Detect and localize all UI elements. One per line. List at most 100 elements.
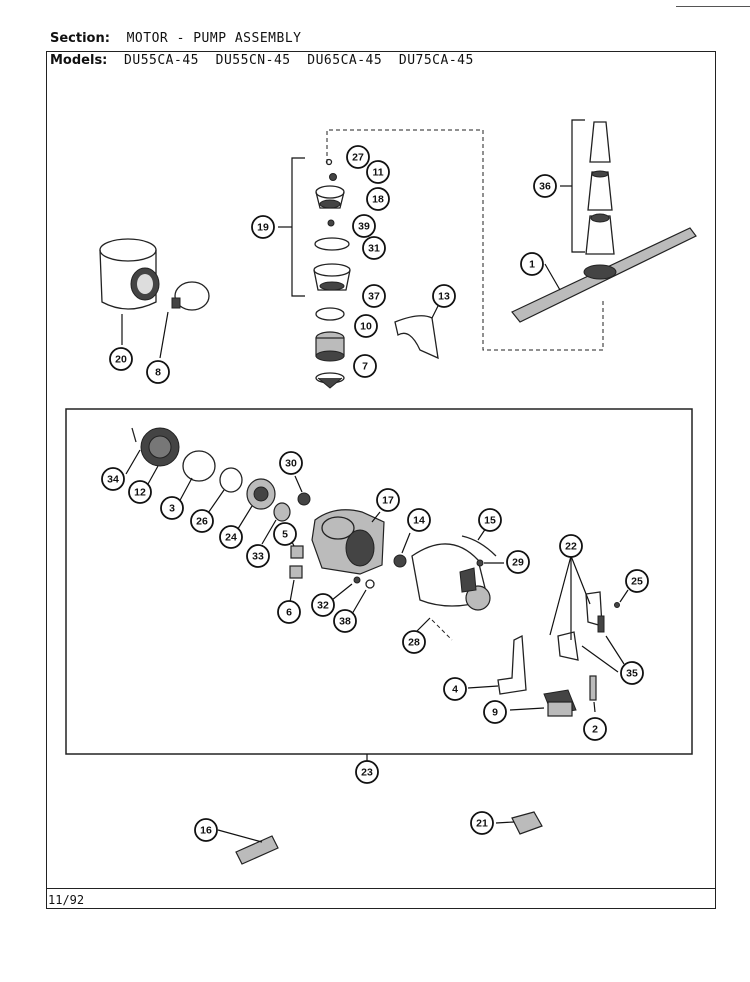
- callout-circle: [219, 525, 243, 549]
- callout-33: 33: [246, 544, 270, 568]
- callout-9: 9: [483, 700, 507, 724]
- section-header: Section: MOTOR - PUMP ASSEMBLY: [50, 31, 301, 46]
- callout-number: 1: [529, 259, 535, 271]
- callout-36: 36: [533, 174, 557, 198]
- part-22-brackets: [549, 555, 629, 673]
- callout-circle: [146, 360, 170, 384]
- callout-circle: [443, 677, 467, 701]
- callout-number: 20: [115, 354, 127, 366]
- callout-13: 13: [432, 284, 456, 308]
- part-15-wire: [461, 527, 497, 557]
- callout-19: 19: [251, 215, 275, 239]
- callout-number: 36: [539, 181, 551, 193]
- callout-circle: [101, 467, 125, 491]
- callout-38: 38: [333, 609, 357, 633]
- callout-15: 15: [478, 508, 502, 532]
- footer-date: 11/92: [48, 893, 85, 907]
- callout-18: 18: [366, 187, 390, 211]
- callout-26: 26: [190, 509, 214, 533]
- section-title: MOTOR - PUMP ASSEMBLY: [126, 31, 302, 46]
- callout-circle: [333, 609, 357, 633]
- callout-number: 37: [368, 291, 380, 303]
- callout-11: 11: [366, 160, 390, 184]
- bracket-19: [291, 157, 305, 297]
- callout-25: 25: [625, 569, 649, 593]
- callout-35: 35: [620, 661, 644, 685]
- callout-28: 28: [402, 630, 426, 654]
- callout-circle: [251, 215, 275, 239]
- callout-30: 30: [279, 451, 303, 475]
- callout-circle: [109, 347, 133, 371]
- part-20-sump: [99, 238, 160, 345]
- part-14-gasket: [393, 532, 411, 568]
- bracket-36: [571, 119, 585, 253]
- callout-number: 28: [408, 637, 420, 649]
- callout-number: 39: [358, 221, 370, 233]
- callout-circle: [366, 160, 390, 184]
- callout-circle: [620, 661, 644, 685]
- callout-8: 8: [146, 360, 170, 384]
- callout-circle: [354, 314, 378, 338]
- footer-divider: [46, 888, 716, 889]
- callout-5: 5: [273, 522, 297, 546]
- part-16-hose: [217, 829, 279, 865]
- model-1: DU55CA-45: [124, 53, 199, 68]
- callout-circle: [190, 509, 214, 533]
- callout-number: 31: [368, 243, 380, 255]
- callout-7: 7: [353, 354, 377, 378]
- callout-number: 27: [352, 152, 364, 164]
- callout-3: 3: [160, 496, 184, 520]
- part-motor: [411, 543, 491, 641]
- callout-circle: [362, 236, 386, 260]
- callout-number: 8: [155, 367, 161, 379]
- callout-32: 32: [311, 593, 335, 617]
- callout-number: 14: [413, 515, 425, 527]
- callout-number: 35: [626, 668, 638, 680]
- part-9-solenoid: [509, 689, 577, 717]
- callout-circle: [407, 508, 431, 532]
- callout-number: 12: [134, 487, 146, 499]
- section-label: Section:: [50, 31, 110, 46]
- callout-number: 10: [360, 321, 372, 333]
- callout-number: 3: [169, 503, 175, 515]
- part-33-30-seals: [261, 475, 311, 545]
- callout-circle: [583, 717, 607, 741]
- callout-circle: [362, 284, 386, 308]
- callout-circle: [194, 818, 218, 842]
- callout-6: 6: [277, 600, 301, 624]
- callout-number: 26: [196, 516, 208, 528]
- callout-circle: [277, 600, 301, 624]
- part-32-38-fasteners: [331, 576, 375, 615]
- callout-34: 34: [101, 467, 125, 491]
- callout-39: 39: [352, 214, 376, 238]
- part-8-clamp: [159, 281, 210, 359]
- callout-number: 23: [361, 767, 373, 779]
- callout-22: 22: [559, 534, 583, 558]
- callout-number: 2: [592, 724, 598, 736]
- scan-edge-line: [676, 6, 750, 7]
- callout-circle: [353, 354, 377, 378]
- callout-number: 4: [452, 684, 458, 696]
- callout-circle: [376, 488, 400, 512]
- callout-16: 16: [194, 818, 218, 842]
- model-3: DU65CA-45: [307, 53, 383, 68]
- callout-number: 29: [512, 557, 524, 569]
- callout-circle: [559, 534, 583, 558]
- part-13-guard: [394, 301, 441, 360]
- callout-27: 27: [346, 145, 370, 169]
- callout-12: 12: [128, 480, 152, 504]
- callout-number: 7: [362, 361, 368, 373]
- callout-circle: [520, 252, 544, 276]
- diagram-frame: [46, 51, 716, 909]
- callout-circle: [506, 550, 530, 574]
- callout-circle: [402, 630, 426, 654]
- callout-31: 31: [362, 236, 386, 260]
- part-1-spray-arm: [511, 227, 697, 323]
- motor-assembly-box: [65, 408, 693, 755]
- callout-number: 13: [438, 291, 450, 303]
- callout-20: 20: [109, 347, 133, 371]
- callout-number: 16: [200, 825, 212, 837]
- callout-2: 2: [583, 717, 607, 741]
- model-4: DU75CA-45: [398, 53, 474, 68]
